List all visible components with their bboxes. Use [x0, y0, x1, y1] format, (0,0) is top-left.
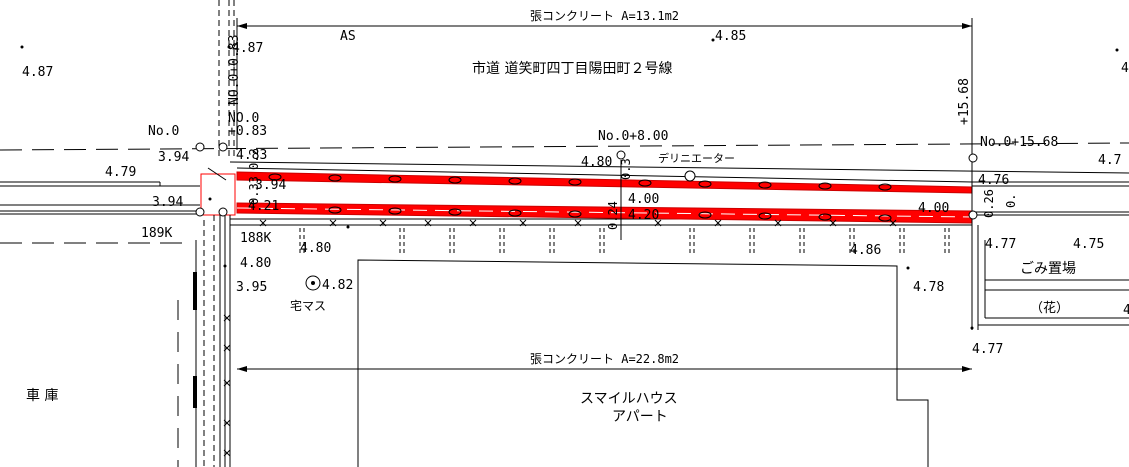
- house-box-symbol: [305, 275, 321, 291]
- top-area-label: 張コンクリート A=13.1m2: [530, 9, 679, 23]
- benchmark-leader: [207, 167, 227, 181]
- apartment-outline: [357, 259, 929, 467]
- elevation-480-side: 4.80: [240, 256, 271, 271]
- red-gutter-lower: [236, 202, 973, 224]
- elevation-395: 3.95: [236, 280, 267, 295]
- elevation-47-right: 4.7: [1098, 153, 1121, 168]
- station-no0-plus-083: +0.83: [228, 124, 267, 139]
- width-0-right: 0.: [1004, 194, 1018, 208]
- elevation-4-right-top: 4: [1121, 61, 1129, 76]
- building-type: アパート: [612, 409, 668, 425]
- elevation-400-right: 4.00: [918, 201, 949, 216]
- width-03: 0.3: [619, 158, 633, 180]
- elevation-475: 4.75: [1073, 237, 1104, 252]
- benchmark-189k: 189K: [141, 226, 172, 241]
- elevation-487-mid: 4.87: [232, 41, 263, 56]
- fence-posts: [299, 228, 950, 255]
- station-no0-plus-1568: No.0+15.68: [980, 135, 1058, 150]
- elevation-394-a: 3.94: [158, 150, 189, 165]
- elevation-394-b: 3.94: [152, 195, 183, 210]
- elevation-482: 4.82: [322, 278, 353, 293]
- station-no0: No.0: [148, 124, 179, 139]
- elevation-4-right-mid: 4: [1123, 303, 1129, 318]
- fence-marks: [259, 219, 897, 227]
- elevation-483: 4.83: [236, 148, 267, 163]
- catch-basin-outline: [200, 173, 236, 216]
- garage-label: 車 庫: [26, 387, 58, 404]
- garbage-area-label: ごみ置場: [1020, 261, 1076, 277]
- survey-points: [20, 38, 1119, 330]
- road-edge-lines: [0, 161, 1129, 226]
- width-026: 0.26: [982, 189, 996, 218]
- elevation-400-mid: 4.00: [628, 192, 659, 207]
- station-no0-vertical: NO.0: [228, 111, 259, 126]
- left-vertical-boundaries: [195, 0, 235, 467]
- house-box-label: 宅マス: [290, 298, 326, 313]
- pavement-label: AS: [340, 29, 356, 44]
- left-fence-crosses: [223, 314, 231, 457]
- benchmark-188k: 188K: [240, 231, 271, 246]
- station-plus-1568-vertical: +15.68: [957, 78, 972, 125]
- elevation-421: 4.21: [248, 199, 279, 214]
- bottom-area-dimension: [237, 366, 972, 372]
- elevation-476: 4.76: [978, 173, 1009, 188]
- gutter-grates: [268, 173, 892, 222]
- elevation-486: 4.86: [850, 243, 881, 258]
- elevation-477-b: 4.77: [972, 342, 1003, 357]
- bottom-area-label: 張コンクリート A=22.8m2: [530, 352, 679, 366]
- elevation-420-mid: 4.20: [628, 208, 659, 223]
- elevation-478: 4.78: [913, 280, 944, 295]
- elevation-480-top: 4.80: [581, 155, 612, 170]
- road-name: 市道 道笑町四丁目陽田町２号線: [472, 60, 672, 77]
- top-area-dimension: [236, 18, 973, 150]
- building-name: スマイルハウス: [580, 391, 678, 407]
- flower-label: （花）: [1030, 300, 1069, 316]
- road-centerline: [0, 142, 1129, 151]
- delineator-label: デリニエーター: [658, 151, 735, 165]
- elevation-480-low: 4.80: [300, 241, 331, 256]
- width-02: 0.2: [247, 148, 261, 170]
- right-structures: [971, 150, 1129, 330]
- station-no0-plus-083-vertical: NO.0+0.83: [227, 35, 242, 105]
- elevation-479: 4.79: [105, 165, 136, 180]
- station-no0-plus-800: No.0+8.00: [598, 129, 668, 144]
- elevation-394-small: 3.94: [255, 178, 286, 193]
- elevation-477-a: 4.77: [985, 237, 1016, 252]
- elevation-487-left: 4.87: [22, 65, 53, 80]
- survey-circles: [195, 142, 978, 220]
- gutter-lower-dash: [236, 207, 973, 218]
- elevation-485: 4.85: [715, 29, 746, 44]
- width-024: 0.24: [606, 201, 620, 230]
- width-033: 0.33: [247, 176, 261, 205]
